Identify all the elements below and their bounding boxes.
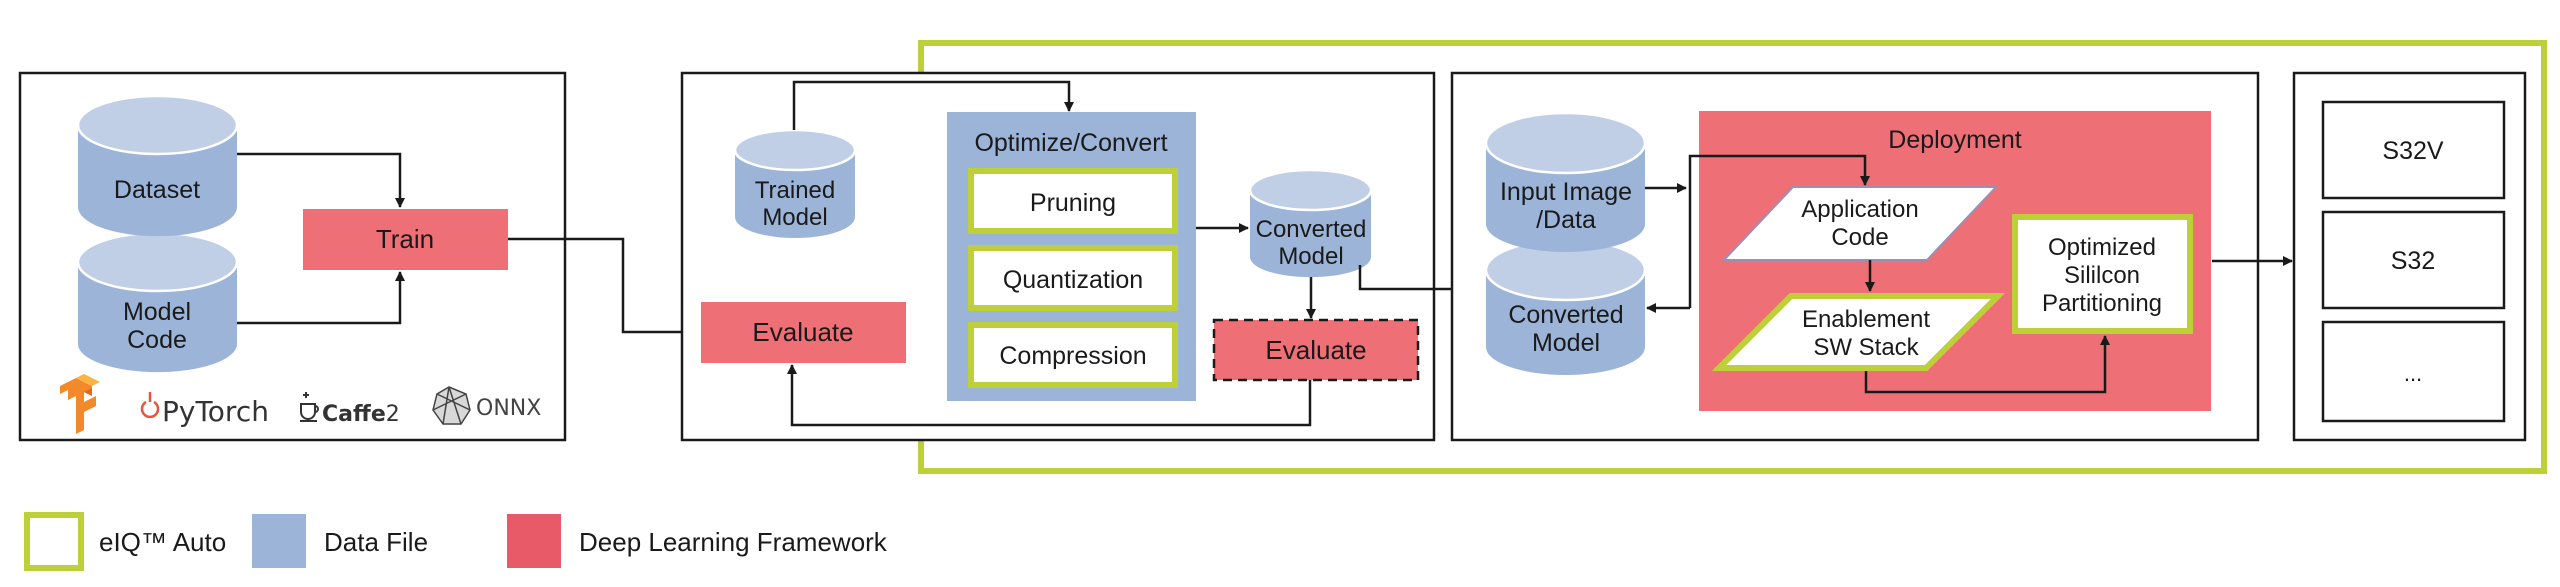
target-s32v-label: S32V: [2382, 137, 2443, 165]
legend-label-framework: Deep Learning Framework: [579, 527, 888, 557]
trained-model-to-optimize-arrow: [792, 80, 1074, 130]
target-more: ...: [2321, 320, 2506, 423]
train-block: Train: [303, 209, 508, 270]
legend-item-data-file: Data File: [252, 514, 428, 568]
partitioning-label-1: Optimized: [2048, 234, 2156, 261]
compression-step: Compression: [968, 322, 1178, 388]
deployment-converted-label-1: Converted: [1508, 301, 1623, 329]
train-label: Train: [376, 224, 434, 254]
evaluate-converted-block: Evaluate: [1212, 318, 1420, 382]
application-code-label-1: Application: [1801, 196, 1918, 223]
pytorch-flame-icon: [140, 392, 160, 419]
input-data-label-1: Input Image: [1500, 178, 1632, 206]
quantization-step: Quantization: [968, 245, 1178, 311]
evaluate-block: Evaluate: [701, 302, 906, 363]
pruning-step: Pruning: [968, 168, 1178, 234]
legend-label-eiq-auto: eIQ™ Auto: [99, 527, 226, 557]
legend-swatch-data-file: [252, 514, 306, 568]
legend-swatch-framework: [507, 514, 561, 568]
compression-label: Compression: [999, 342, 1146, 370]
dataset-cylinder: Dataset: [76, 94, 239, 237]
enablement-sw-stack-block: Enablement SW Stack: [1711, 293, 2006, 371]
optimization-panel: Trained Model Evaluate Optimize/Convert …: [680, 71, 1436, 442]
pytorch-label: PyTorch: [162, 395, 269, 428]
evaluate-feedback-arrow: [787, 364, 1312, 427]
converted-to-deployment-arrow: [1358, 265, 1485, 294]
converted-model-label-1: Converted: [1256, 216, 1367, 243]
legend-label-data-file: Data File: [324, 527, 428, 557]
evaluate-converted-label: Evaluate: [1265, 335, 1366, 365]
training-panel: Model Code Dataset Train: [18, 71, 567, 442]
target-more-label: ...: [2404, 361, 2422, 386]
enablement-label-1: Enablement: [1802, 306, 1930, 333]
caffe2-label: Caffe2: [322, 402, 400, 427]
pytorch-logo: PyTorch: [140, 392, 269, 428]
deployment-converted-model-cylinder: Converted Model: [1484, 238, 1647, 375]
onnx-icon: [432, 386, 471, 425]
legend: eIQ™ Auto Data File Deep Learning Framew…: [24, 512, 888, 571]
onnx-logo: ONNX: [432, 386, 541, 425]
target-s32v: S32V: [2321, 100, 2506, 200]
deployment-title: Deployment: [1888, 126, 2021, 154]
dataset-label: Dataset: [114, 176, 200, 204]
partitioning-label-3: Partitioning: [2042, 290, 2162, 317]
caffe2-logo: Caffe2: [300, 392, 400, 427]
enablement-to-partitioning-arrow: [1864, 335, 2110, 394]
optimize-convert-title: Optimize/Convert: [974, 129, 1167, 157]
coffee-cup-icon: [300, 392, 319, 422]
input-data-cylinder: Input Image /Data: [1484, 111, 1647, 252]
targets-panel: S32V S32 ...: [2292, 71, 2527, 442]
enablement-label-2: SW Stack: [1813, 334, 1919, 361]
model-code-to-train-arrow: [237, 271, 405, 325]
tensorflow-icon: [60, 374, 100, 434]
pruning-label: Pruning: [1030, 189, 1116, 217]
trained-model-cylinder: Trained Model: [733, 128, 857, 238]
target-s32-label: S32: [2391, 247, 2435, 275]
legend-item-eiq-auto: eIQ™ Auto: [24, 512, 226, 571]
optimize-convert-block: Optimize/Convert Pruning Quantization Co…: [947, 112, 1196, 401]
legend-swatch-eiq-auto: [24, 512, 84, 571]
application-code-block: Application Code: [1721, 186, 1999, 261]
model-code-label-1: Model: [123, 298, 191, 326]
deployment-converted-label-2: Model: [1532, 329, 1600, 357]
input-data-label-2: /Data: [1536, 206, 1596, 234]
model-code-cylinder: Model Code: [76, 231, 239, 373]
partitioning-label-2: Sililcon: [2064, 262, 2140, 289]
optimized-partitioning-block: Optimized Sililcon Partitioning: [2012, 214, 2193, 334]
evaluate-label: Evaluate: [752, 317, 853, 347]
legend-item-deep-learning-framework: Deep Learning Framework: [507, 514, 888, 568]
converted-model-cylinder: Converted Model: [1248, 168, 1373, 278]
deployment-panel: Converted Model Input Image /Data Deploy…: [1450, 71, 2260, 442]
onnx-label: ONNX: [476, 396, 541, 421]
target-s32: S32: [2321, 210, 2506, 310]
trained-model-label-1: Trained: [755, 177, 835, 204]
application-code-label-2: Code: [1831, 224, 1888, 251]
trained-model-label-2: Model: [762, 204, 827, 231]
quantization-label: Quantization: [1003, 266, 1143, 294]
model-code-label-2: Code: [127, 326, 187, 354]
train-to-evaluate-arrow: [508, 237, 700, 337]
dataset-to-train-arrow: [237, 152, 405, 208]
deployment-loop-arrow: [1688, 154, 1870, 308]
converted-model-label-2: Model: [1278, 243, 1343, 270]
deployment-block: Deployment Application Code Enablement S…: [1646, 111, 2211, 411]
